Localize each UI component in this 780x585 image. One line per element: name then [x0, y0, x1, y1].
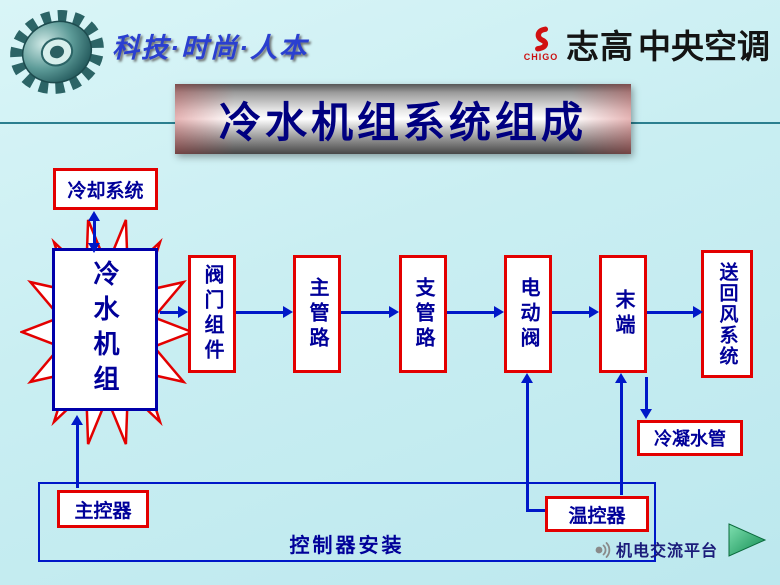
brand-logo: CHIGO 志高 中央空调 [520, 20, 770, 68]
gear-logo-icon [10, 10, 104, 94]
flow-box-label: 支管路 [412, 276, 434, 352]
brand-chigo-text: CHIGO [523, 52, 559, 62]
flow-box-motor-valve: 电动阀 [504, 255, 552, 373]
arrow-terminal-to-airsystem [647, 306, 703, 318]
arrow-mainpipe-to-branchpipe [341, 306, 399, 318]
cooling-system-label: 冷却系统 [67, 180, 144, 202]
flow-box-valve-assembly: 阀门组件 [188, 255, 236, 373]
arrow-maincontroller-to-chiller [71, 415, 83, 488]
cooling-system-box: 冷却系统 [53, 168, 158, 210]
arrow-thermostat-to-motorvalve [521, 373, 533, 512]
arrow-branchpipe-to-motorvalve [447, 306, 504, 318]
next-slide-button[interactable] [726, 521, 768, 559]
arrow-terminal-to-condensate [640, 377, 652, 419]
flow-box-main-pipe: 主管路 [293, 255, 341, 373]
flow-box-branch-pipe: 支管路 [399, 255, 447, 373]
flow-box-label: 阀门组件 [201, 264, 223, 364]
title-bar: 冷水机组系统组成 [175, 84, 631, 154]
chiller-box: 冷水机组 [52, 248, 158, 411]
condensate-pipe-box: 冷凝水管 [637, 420, 743, 456]
controller-install-container: 控制器安装 [38, 482, 656, 562]
brand-name-text: 志高 [566, 28, 634, 65]
flow-box-label: 送回风系统 [716, 261, 738, 367]
page-title: 冷水机组系统组成 [218, 98, 587, 146]
arrow-valve-to-mainpipe [236, 306, 293, 318]
arrow-thermostat-to-terminal [615, 373, 627, 495]
flow-box-label: 末端 [612, 289, 634, 339]
chiller-label: 冷水机组 [90, 259, 120, 400]
arrow-chiller-to-valve [160, 306, 188, 318]
wechat-broadcast-icon [595, 542, 611, 558]
arrow-motorvalve-to-terminal [552, 306, 599, 318]
chigo-flame-icon: CHIGO [520, 26, 562, 62]
flame-glyph-icon [535, 26, 549, 52]
main-controller-label: 主控器 [74, 500, 132, 522]
flow-box-label: 电动阀 [517, 276, 539, 352]
connector-thermostat-motorvalve [528, 509, 547, 512]
main-controller-box: 主控器 [57, 490, 149, 528]
watermark-text: 机电交流平台 [616, 543, 719, 560]
flow-box-terminal: 末端 [599, 255, 647, 373]
slogan-text: 科技·时尚·人本 [112, 33, 308, 63]
thermostat-label: 温控器 [568, 505, 626, 527]
flow-box-label: 主管路 [306, 276, 328, 352]
controller-install-label: 控制器安装 [289, 535, 405, 557]
condensate-pipe-label: 冷凝水管 [654, 429, 726, 449]
arrow-cooling-chiller [88, 211, 100, 253]
thermostat-box: 温控器 [545, 496, 649, 532]
flow-box-air-system: 送回风系统 [701, 250, 753, 378]
brand-suffix-text: 中央空调 [638, 28, 770, 65]
watermark: 机电交流平台 [592, 537, 718, 561]
